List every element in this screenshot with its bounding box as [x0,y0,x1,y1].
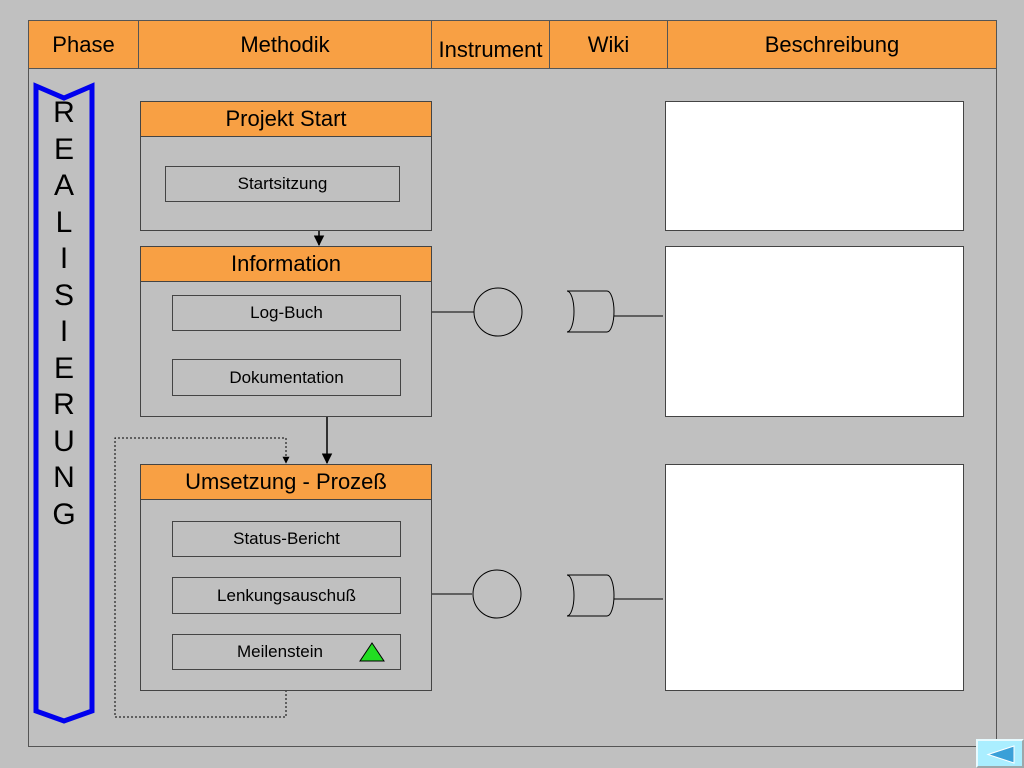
header-beschreibung: Beschreibung [764,32,900,57]
header-methodik: Methodik [139,21,432,69]
beschreibung-box-information[interactable] [665,246,964,417]
back-button[interactable] [976,739,1024,768]
item-startsitzung[interactable]: Startsitzung [165,166,400,202]
phase-arrow-shape [33,82,95,724]
phase-title: Information [141,247,431,282]
phase-title: Umsetzung - Prozeß [141,465,431,500]
item-meilenstein-label: Meilenstein [237,642,323,661]
header-instrument: Instrument [432,21,550,69]
item-meilenstein[interactable]: Meilenstein [172,634,401,670]
wiki-database-cylinder-icon [566,290,615,333]
item-status-bericht[interactable]: Status-Bericht [172,521,401,557]
instrument-circle-icon [473,287,523,337]
phase-box-umsetzung: Umsetzung - Prozeß Status-Bericht Lenkun… [140,464,432,691]
header-row [29,21,996,69]
feedback-loop-line [114,437,290,718]
item-lenkungsauschuss[interactable]: Lenkungsauschuß [172,577,401,614]
beschreibung-box-umsetzung[interactable] [665,464,964,691]
phase-title: Projekt Start [141,102,431,137]
beschreibung-box-projekt-start[interactable] [665,101,964,231]
item-dokumentation[interactable]: Dokumentation [172,359,401,396]
phase-box-information: Information Log-Buch Dokumentation [140,246,432,417]
slide-frame [28,20,997,747]
header-wiki: Wiki [550,21,668,69]
instrument-circle-icon [472,569,522,619]
milestone-triangle-icon [359,642,385,662]
wiki-database-cylinder-icon [566,574,615,617]
item-log-buch[interactable]: Log-Buch [172,295,401,331]
header-phase: Phase [29,21,139,69]
phase-box-projekt-start: Projekt Start Startsitzung [140,101,432,231]
arrow-left-icon [986,745,1015,764]
